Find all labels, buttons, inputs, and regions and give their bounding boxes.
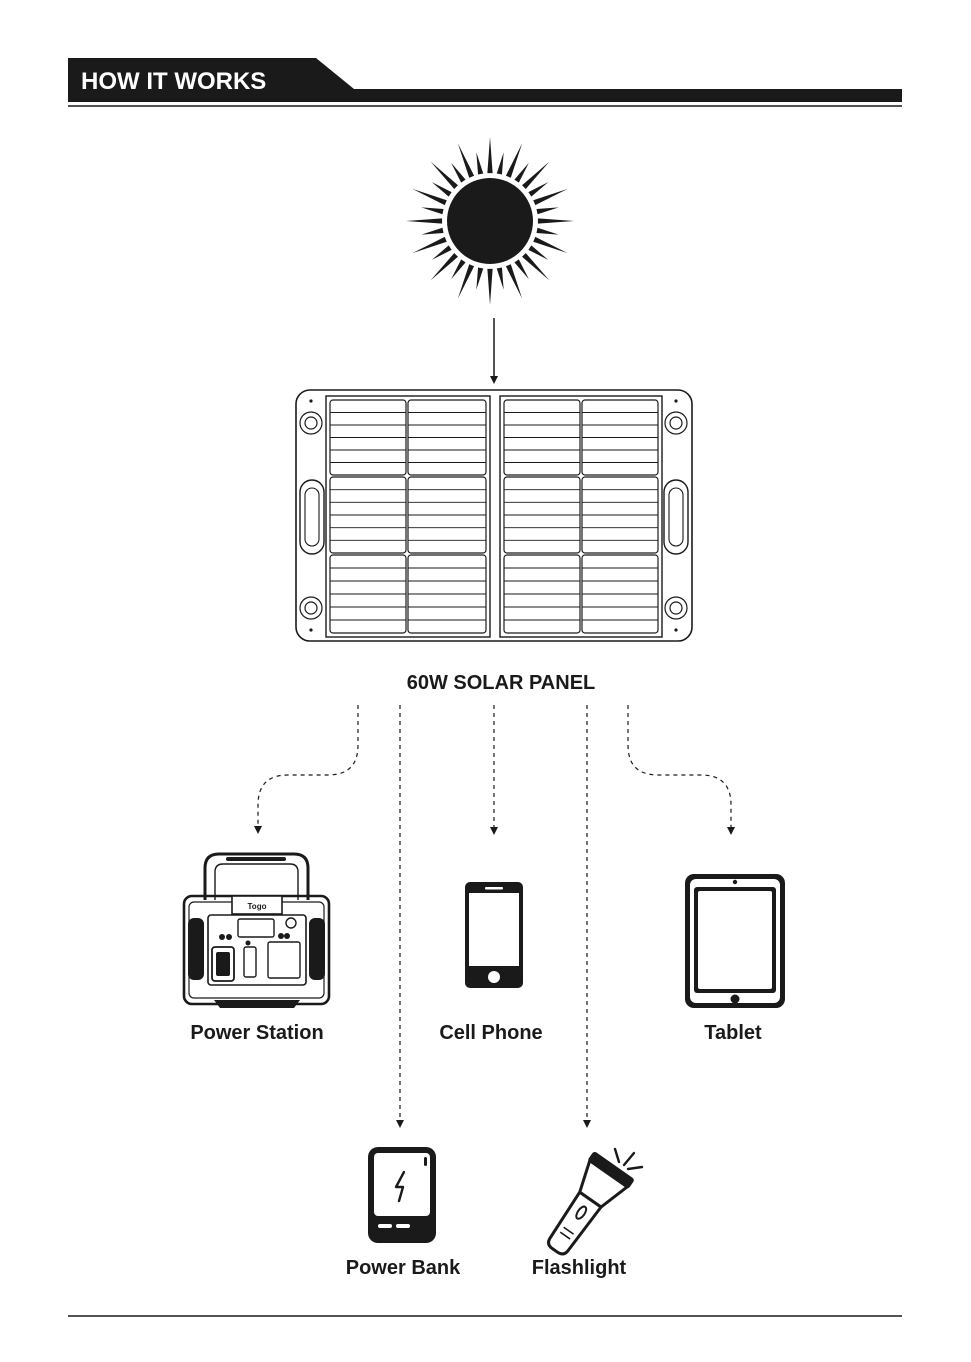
- tablet-icon: [685, 874, 785, 1008]
- flashlight-label: Flashlight: [532, 1257, 627, 1279]
- cell-phone-icon: [465, 882, 523, 988]
- power-bank-label: Power Bank: [346, 1257, 461, 1279]
- power-station-label: Power Station: [190, 1022, 323, 1044]
- connector-tablet: [628, 705, 731, 831]
- cell-phone-label: Cell Phone: [439, 1022, 542, 1044]
- power-station-icon: [184, 854, 329, 1008]
- solar-panel-icon: [296, 390, 692, 641]
- header-title: HOW IT WORKS: [81, 68, 266, 95]
- connector-power-station: [258, 705, 358, 830]
- tablet-label: Tablet: [704, 1022, 762, 1044]
- power-bank-icon: [368, 1147, 436, 1243]
- power-station-brand-mark: Togo: [248, 902, 267, 911]
- solar-panel-label: 60W SOLAR PANEL: [407, 672, 596, 694]
- header-banner: HOW IT WORKS: [68, 58, 902, 106]
- sun-icon: [406, 137, 574, 305]
- flashlight-icon: [534, 1149, 642, 1265]
